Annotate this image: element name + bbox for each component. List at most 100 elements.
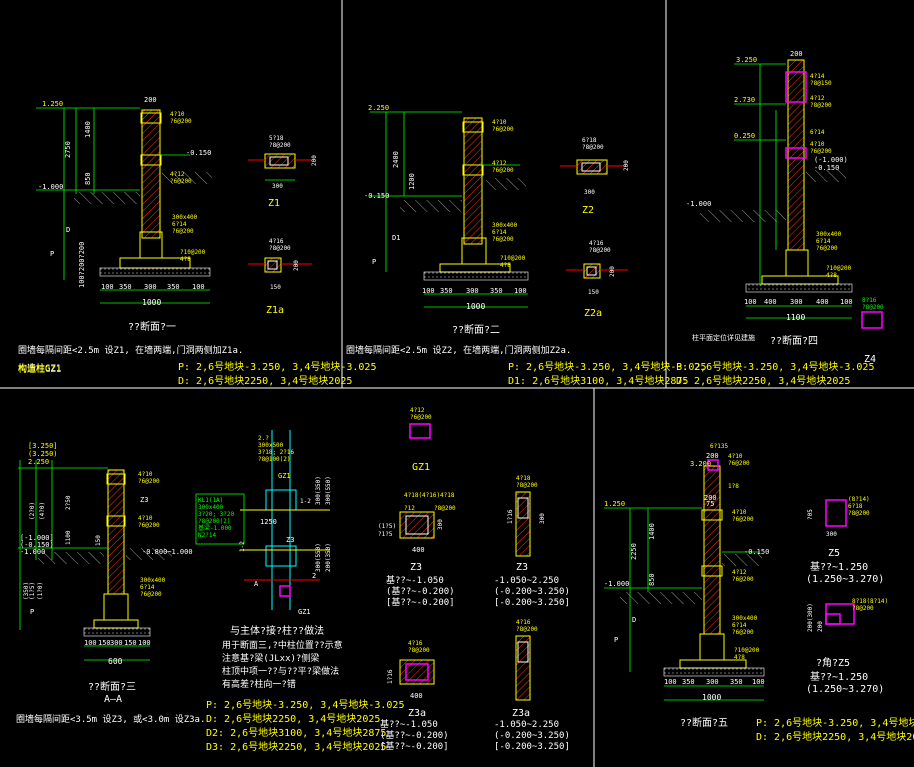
p-formula: P: 2,6号地块-3.250, 3,4号地块-3.025 [206, 698, 404, 711]
gz1-rebar-2: ?6@200 [410, 414, 432, 421]
top-label-1: 2.? [258, 435, 269, 442]
z3-sub-1: ?12 [404, 505, 415, 512]
z3-dim-2: 300 [437, 519, 444, 530]
dim-left-8: (1?0) [37, 582, 44, 600]
z2-dim-h: 200 [623, 160, 630, 171]
side-dim-4: 200(350) [325, 543, 332, 572]
kl-line-3: 3?20; 3?20 [198, 511, 235, 518]
z2a-rebar-2: ?8@200 [589, 247, 611, 254]
rebar-mid-1: 4?12 [492, 160, 507, 167]
base-total: 1000 [142, 298, 161, 307]
z5b-caption-2: (1.250~3.270) [806, 684, 884, 695]
elev-top: 1.250 [42, 100, 63, 108]
base-total: 1100 [786, 313, 805, 322]
base-dim-2: 400 [764, 298, 777, 306]
elev-f: -1.000 [20, 548, 45, 556]
kl-line-2: 300x400 [198, 504, 224, 511]
base-dim-5: 100 [840, 298, 853, 306]
z3a-label: Z3a [408, 708, 426, 719]
kl-line-1: KL1(1A) [198, 497, 223, 504]
base-rebar-2: 4?8 [826, 272, 837, 279]
z4-rebar-2: ?8@200 [862, 304, 884, 311]
dim-75: 75 [706, 500, 714, 508]
dim-850: 850 [84, 172, 92, 185]
z3-sub-2: ?8@200 [434, 505, 456, 512]
base-dim-5: 100 [138, 639, 151, 647]
rebar-3-1: 4?12 [732, 569, 747, 576]
z3-rebar-1: 4?18(4?16) [404, 492, 440, 499]
dim-2250: 2250 [630, 543, 638, 560]
dim-d: D [66, 226, 70, 234]
kl-line-4: ?8@200(2) [198, 518, 231, 525]
z3ab-caption-3: [-0.200~3.250] [494, 742, 570, 752]
dim-left-7: (1?5) [29, 582, 36, 600]
section-1-drawing: 1.250 -0.150 -1.000 2750 1400 850 200 D … [18, 96, 318, 374]
z4-rebar-1: 8?16 [862, 297, 877, 304]
base-dim-2: 150 [98, 639, 111, 647]
d-formula-3: D: 2,6号地块2250, 3,4号地块2025 [676, 374, 850, 387]
dim-p: P [30, 608, 34, 616]
section-title: ??断面?一 [128, 320, 176, 333]
kl-line-6: N2?14 [198, 532, 216, 539]
rebar-top-3: ?6@200 [728, 460, 750, 467]
beam-rebar: 6?14 [732, 622, 747, 629]
rebar-4-1: 4?10 [810, 141, 825, 148]
side-dim-3: 300(550) [315, 543, 322, 572]
dim-p: P [50, 250, 54, 258]
rebar-3-1: 6?14 [810, 129, 825, 136]
beam-stirrup: ?6@200 [816, 245, 838, 252]
elev-e: (-0.150) [20, 541, 54, 549]
gz1-label: 构造柱GZ1 [18, 363, 61, 375]
rebar-mid-1: 4?12 [170, 171, 185, 178]
z2-rebar-1: 6?18 [582, 137, 597, 144]
beam-rebar: 6?14 [172, 221, 187, 228]
base-dim-4: 400 [816, 298, 829, 306]
base-dim-1: 100 [664, 678, 677, 686]
rebar-top-2: ?8@150 [810, 80, 832, 87]
z1a-dim-w: 150 [270, 284, 281, 291]
z5-rebar-3: ?8@200 [848, 510, 870, 517]
z1a-label: Z1a [266, 305, 284, 316]
z3-rebar-2: 4?18 [440, 492, 455, 499]
base-dim-3: 300 [790, 298, 803, 306]
dim-p: P [614, 636, 618, 644]
d-formula-1: D: 2,6号地块2250, 3,4号地块2025 [178, 374, 352, 387]
z2-rebar-2: ?8@200 [582, 144, 604, 151]
base-rebar-1: ?10@200 [826, 265, 852, 272]
elev-ground: -0.150 [744, 548, 769, 556]
base-dim-1: 100 [422, 287, 435, 295]
section-3-drawing: [3.250] (3.250) 2.250 [-1.000] (-0.150) … [16, 442, 205, 725]
base-dim-2: 350 [119, 283, 132, 291]
beam-size: 300x400 [732, 615, 758, 622]
base-rebar-2: 4?8 [734, 654, 745, 661]
z3a-caption-3: [基??~-0.200] [380, 740, 449, 752]
dim-left-6: 150 [95, 535, 102, 546]
dim-1400: 1400 [648, 523, 656, 540]
section-title: ??断面?四 [770, 334, 818, 347]
detail-plan-drawing: 2.? 300x500 3?18; 2?16 ?8@100(2) KL1(1A)… [195, 430, 343, 690]
z3b-rebar-1: 4?18 [516, 475, 531, 482]
z2a-dim-w: 150 [588, 289, 599, 296]
z5-rebar-2: 6?18 [848, 503, 863, 510]
z3-caption-1: 基??~-1.050 [386, 574, 444, 586]
p-formula-1: P: 2,6号地块-3.250, 3,4号地块-3.025 [178, 360, 376, 373]
rebar-top-2: 4?10 [728, 453, 743, 460]
dim-left-5: 1100 [65, 530, 72, 545]
gz1-rebar-1: 4?12 [410, 407, 425, 414]
rebar-3-2: ?6@200 [732, 576, 754, 583]
note-line-3: 柱顶中项一??与??平?梁做法 [222, 665, 339, 677]
section-subtitle: A—A [104, 694, 122, 705]
gz1-mark: GZ1 [278, 472, 291, 480]
base-rebar-2: 4?8 [500, 262, 511, 269]
top-label-4: ?8@100(2) [258, 456, 291, 463]
base-dim-4: 350 [730, 678, 743, 686]
d2-formula: D2: 2,6号地块3100, 3,4号地块2875 [206, 726, 386, 739]
z3-label: Z3 [410, 562, 422, 573]
rebar-2-1: 4?12 [810, 95, 825, 102]
z3b-caption-1: -1.050~2.250 [494, 576, 559, 586]
rebar-top-1: 6?135 [710, 443, 728, 450]
beam-rebar: 6?14 [816, 238, 831, 245]
axis-l2: 1-2 [300, 498, 311, 505]
rebar-mid-2: ?6@200 [170, 178, 192, 185]
